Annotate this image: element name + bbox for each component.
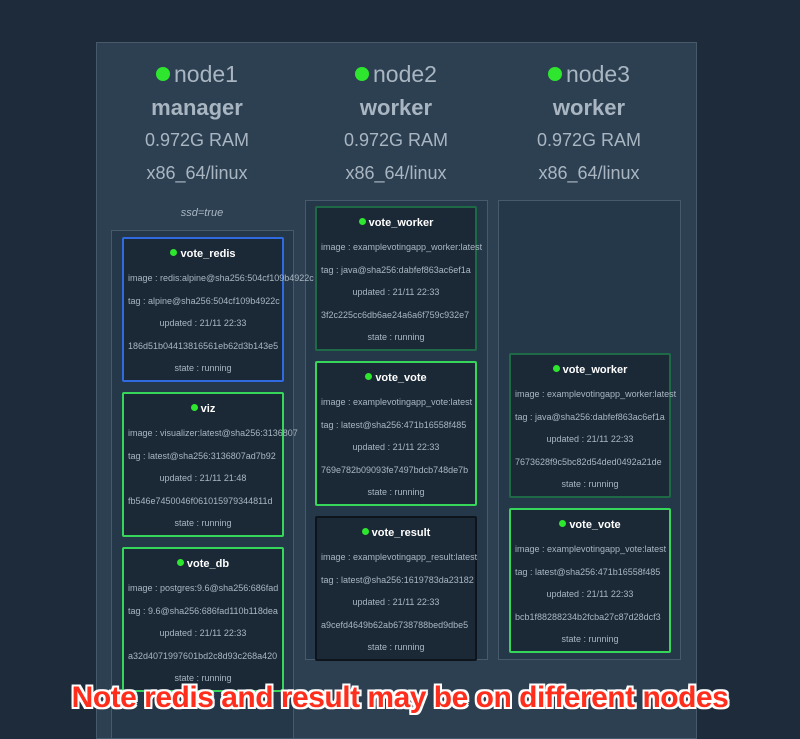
node1-ram: 0.972G RAM	[144, 130, 250, 150]
running-dot-icon	[552, 365, 560, 372]
task-tag: tag : latest@sha256:471b16558f485	[515, 566, 661, 577]
task-title: vote_vote	[317, 371, 475, 385]
node1-name: node1	[102, 60, 292, 88]
task-state: state : running	[174, 518, 232, 528]
task-id: a32d4071997601bd2c8d93c268a420	[128, 650, 278, 661]
task-state: state : running	[367, 332, 425, 342]
task-card-vote-worker[interactable]: vote_worker image : examplevotingapp_wor…	[315, 206, 483, 351]
task-card-vote-result[interactable]: vote_result image : examplevotingapp_res…	[315, 516, 477, 661]
task-state: state : running	[174, 673, 232, 683]
task-state: state : running	[367, 642, 425, 652]
task-updated: updated : 21/11 22:33	[159, 628, 247, 638]
node3-status-dot-icon	[548, 67, 563, 81]
task-image: image : examplevotingapp_worker:latest	[321, 242, 483, 252]
task-tag: tag : java@sha256:dabfef863ac6ef1a	[321, 264, 471, 275]
running-dot-icon	[365, 373, 373, 380]
running-dot-icon	[176, 559, 184, 566]
node2-status-dot-icon	[355, 67, 370, 81]
task-title: vote_vote	[511, 518, 669, 532]
node3-name: node3	[494, 60, 684, 88]
node1-arch: x86_64/linux	[146, 163, 248, 183]
node1-label: ssd=true	[180, 207, 224, 219]
running-dot-icon	[170, 249, 178, 256]
task-image: image : redis:alpine@sha256:504cf109b492…	[128, 273, 314, 283]
node3-arch: x86_64/linux	[538, 163, 640, 183]
task-tag: tag : latest@sha256:471b16558f485	[321, 419, 467, 430]
task-id: 769e782b09093fe7497bdcb748de7b	[321, 464, 469, 475]
running-dot-icon	[190, 404, 198, 411]
task-updated: updated : 21/11 22:33	[352, 287, 440, 297]
node1-role: manager	[151, 95, 243, 120]
task-id: a9cefd4649b62ab6738788bed9dbe5	[321, 619, 469, 630]
task-id: fb546e7450046f061015979344811d	[128, 495, 273, 506]
task-tag: tag : alpine@sha256:504cf109b4922c	[128, 295, 280, 306]
task-image: image : examplevotingapp_result:latest	[321, 552, 478, 562]
task-tag: tag : java@sha256:dabfef863ac6ef1a	[515, 411, 665, 422]
task-image: image : examplevotingapp_vote:latest	[321, 397, 473, 407]
task-updated: updated : 21/11 22:33	[352, 442, 440, 452]
task-updated: updated : 21/11 22:33	[546, 434, 634, 444]
task-updated: updated : 21/11 22:33	[159, 318, 247, 328]
task-id: 7673628f9c5bc82d54ded0492a21de	[515, 456, 662, 467]
task-updated: updated : 21/11 21:48	[159, 473, 247, 483]
task-updated: updated : 21/11 22:33	[546, 589, 634, 599]
node2-arch: x86_64/linux	[345, 163, 447, 183]
node3-ram: 0.972G RAM	[536, 130, 642, 150]
task-tag: tag : latest@sha256:1619783da23182	[321, 574, 474, 585]
node1-header: node1 manager 0.972G RAM x86_64/linux	[102, 60, 292, 185]
task-state: state : running	[561, 479, 619, 489]
task-id: 186d51b04413816561eb62d3b143e5	[128, 340, 279, 351]
task-card-vote-vote[interactable]: vote_vote image : examplevotingapp_vote:…	[509, 508, 671, 653]
node2-header: node2 worker 0.972G RAM x86_64/linux	[301, 60, 491, 185]
task-title: vote_worker	[317, 216, 475, 230]
task-updated: updated : 21/11 22:33	[352, 597, 440, 607]
task-state: state : running	[561, 634, 619, 644]
task-card-vote-redis[interactable]: vote_redis image : redis:alpine@sha256:5…	[122, 237, 314, 382]
running-dot-icon	[358, 218, 366, 225]
task-image: image : examplevotingapp_worker:latest	[515, 389, 677, 399]
task-image: image : visualizer:latest@sha256:3136807	[128, 428, 298, 438]
task-id: 3f2c225cc6db6ae24a6a6f759c932e7	[321, 309, 470, 320]
node3-role: worker	[552, 95, 626, 120]
task-state: state : running	[174, 363, 232, 373]
task-image: image : examplevotingapp_vote:latest	[515, 544, 667, 554]
node2-ram: 0.972G RAM	[343, 130, 449, 150]
task-title: vote_redis	[124, 247, 282, 261]
node1-status-dot-icon	[156, 67, 171, 81]
task-tag: tag : 9.6@sha256:686fad110b118dea	[128, 605, 278, 616]
node2-role: worker	[359, 95, 433, 120]
task-state: state : running	[367, 487, 425, 497]
node2-name: node2	[301, 60, 491, 88]
task-id: bcb1f88288234b2fcba27c87d28dcf3	[515, 611, 661, 622]
task-image: image : postgres:9.6@sha256:686fad	[128, 583, 279, 593]
running-dot-icon	[361, 528, 369, 535]
task-title: vote_db	[124, 557, 282, 571]
annotation-note: Note redis and result may be on differen…	[71, 681, 729, 714]
task-card-vote-vote[interactable]: vote_vote image : examplevotingapp_vote:…	[315, 361, 477, 506]
task-card-vote-worker[interactable]: vote_worker image : examplevotingapp_wor…	[509, 353, 677, 498]
task-title: vote_result	[317, 526, 475, 540]
node3-header: node3 worker 0.972G RAM x86_64/linux	[494, 60, 684, 185]
task-title: vote_worker	[511, 363, 669, 377]
running-dot-icon	[559, 520, 567, 527]
task-tag: tag : latest@sha256:3136807ad7b92	[128, 450, 276, 461]
task-title: viz	[124, 402, 282, 416]
task-card-vote-db[interactable]: vote_db image : postgres:9.6@sha256:686f…	[122, 547, 284, 692]
task-card-viz[interactable]: viz image : visualizer:latest@sha256:313…	[122, 392, 298, 537]
